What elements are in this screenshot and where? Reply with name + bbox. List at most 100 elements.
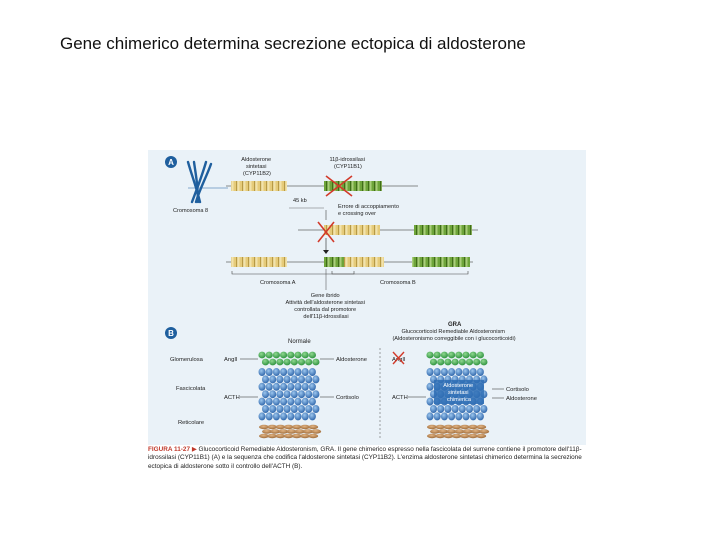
glomerulosa-cell — [473, 358, 481, 366]
normal-angii-label: AngII — [224, 357, 238, 363]
figure-caption: FIGURA 11-27 ▶ Glucocorticoid Remediable… — [148, 446, 586, 478]
fascicolata-cell — [298, 390, 305, 399]
blocked-angii-icon — [392, 351, 405, 365]
reticolare-cell — [451, 433, 462, 439]
reticolare-cell — [468, 424, 478, 430]
fascicolata-cell — [283, 390, 291, 399]
glomerulosa-cell — [426, 351, 434, 359]
fascicolata-cell — [280, 397, 288, 406]
fascicolata-cell — [476, 368, 484, 376]
reticolare-cell — [300, 424, 310, 430]
fascicolata-cell — [283, 405, 291, 413]
fascicolata-cell — [458, 405, 466, 413]
fascicolata-cell — [287, 382, 295, 391]
glomerulosa-cell — [272, 351, 280, 359]
glomerulosa-cell — [429, 358, 438, 366]
fascicolata-cell — [312, 375, 320, 384]
fascicolata-cell — [437, 405, 445, 413]
reticolare-cell — [451, 424, 462, 430]
fascicolata-cell — [312, 405, 320, 413]
fascicolata-cell — [305, 375, 313, 384]
fascicolata-cell — [426, 397, 434, 406]
fascicolata-cell — [276, 390, 284, 399]
glomerulosa-cell — [455, 351, 463, 359]
glomerulosa-cell — [476, 351, 484, 359]
fascicolata-cell — [272, 397, 280, 406]
glomerulosa-cell — [297, 358, 306, 366]
glomerulosa-cell — [290, 358, 298, 366]
glomerulosa-cell — [440, 351, 448, 359]
fascicolata-cell — [272, 382, 280, 391]
caption-lead: FIGURA 11-27 — [148, 446, 191, 453]
reticolare-cell — [435, 433, 446, 439]
fascicolata-cell — [269, 390, 277, 399]
reticolare-cell — [427, 433, 437, 439]
reticolare-cell — [270, 429, 281, 434]
panel-a-badge: A — [168, 158, 174, 167]
glomerulosa-cell — [261, 358, 270, 366]
normal-cortisolo-label: Cortisolo — [336, 395, 359, 401]
fascicolata-cell — [294, 382, 302, 391]
chromosome-b-label: Cromosoma B — [380, 280, 416, 286]
glomerulosa-cell — [444, 358, 452, 366]
fascicolata-cell — [294, 397, 302, 406]
reticolare-cell — [275, 424, 286, 430]
reticolare-cell — [459, 433, 470, 439]
gene-cyp11b2-mid — [324, 225, 380, 235]
fascicolata-cell — [305, 405, 313, 413]
figure-panel: A Cromosoma 8 Aldosterone sintetasi (CYP… — [148, 150, 586, 445]
reticolare-cell — [300, 433, 310, 439]
fascicolata-cell — [426, 368, 434, 376]
fascicolata-cell — [480, 405, 488, 413]
glomerulosa-cell — [301, 351, 309, 359]
fascicolata-cell — [312, 390, 320, 399]
fascicolata-cell — [280, 368, 288, 376]
fascicolata-cell — [308, 397, 316, 406]
distance-label: 45 kb — [293, 198, 307, 204]
reticolare-cell — [294, 429, 305, 434]
fascicolata-cell — [294, 412, 302, 421]
reticolare-cell — [443, 424, 454, 430]
fascicolata-cell — [269, 405, 277, 413]
fascicolata-cell — [265, 397, 273, 406]
gene-cyp11b2-top — [231, 181, 287, 191]
reticolare-cell — [283, 433, 294, 439]
normal-acth-label: ACTH — [224, 395, 240, 401]
fascicolata-cell — [290, 405, 298, 413]
crossover-icon — [317, 221, 335, 243]
fascicolata-cell — [265, 412, 273, 421]
fascicolata-cell — [265, 382, 273, 391]
panel-a: A Cromosoma 8 Aldosterone sintetasi (CYP… — [165, 156, 478, 320]
reticolare-cell — [479, 429, 490, 434]
reticolare-cell — [427, 424, 437, 430]
fascicolata-cell — [301, 382, 309, 391]
glomerulosa-cell — [465, 358, 474, 366]
fascicolata-cell — [308, 368, 316, 376]
fascicolata-cell — [308, 382, 316, 391]
glomerulosa-cell — [451, 358, 459, 366]
chromosome-icon — [186, 160, 213, 204]
reticolare-cell — [435, 424, 446, 430]
hybrid-gene-promoter — [324, 257, 344, 267]
fascicolata-cell — [290, 390, 298, 399]
fascicolata-cell — [287, 412, 295, 421]
reticolare-cell — [283, 424, 294, 430]
fascicolata-cell — [308, 412, 316, 421]
glomerulosa-cell — [258, 351, 266, 359]
reticolare-cell — [459, 424, 470, 430]
slide-title: Gene chimerico determina secrezione ecto… — [60, 34, 526, 53]
fascicolata-cell — [462, 368, 470, 376]
fascicolata-cell — [298, 375, 305, 384]
fascicolata-cell — [466, 405, 473, 413]
panel-b: B Normale GRA Glucocorticoid Remediable … — [165, 322, 537, 440]
gene-cyp11b1-bottom-b — [412, 257, 470, 267]
gra-acth-label: ACTH — [392, 395, 408, 401]
fascicolata-cell — [462, 412, 470, 421]
reticolare-cell — [311, 429, 322, 434]
zone-fascicolata: Fascicolata — [176, 386, 206, 392]
glomerulosa-cell — [276, 358, 284, 366]
reticolare-cell — [275, 433, 286, 439]
hybrid-gene-coding — [344, 257, 384, 267]
fascicolata-cell — [301, 368, 309, 376]
fascicolata-cell — [298, 405, 305, 413]
